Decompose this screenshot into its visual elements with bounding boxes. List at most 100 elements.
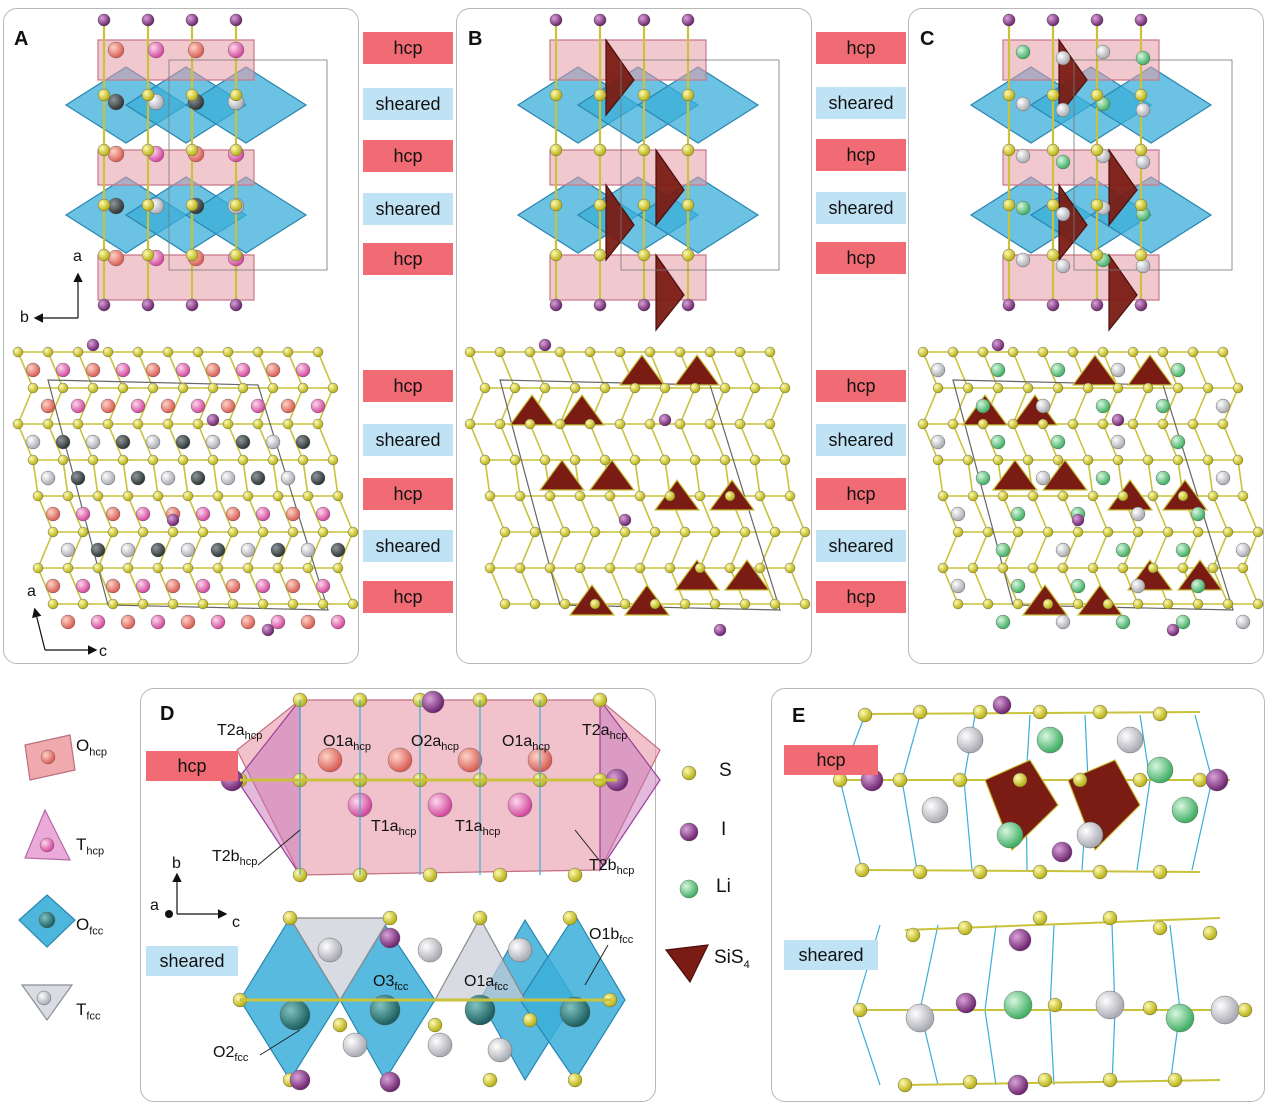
- bond: [579, 495, 596, 533]
- sulfur-atom: [1232, 382, 1244, 394]
- iodine-atom: [1008, 928, 1032, 952]
- sulfur-atom: [1012, 526, 1024, 538]
- label-pointer: [574, 829, 604, 866]
- sulfur-atom: [57, 454, 69, 466]
- sulfur-atom: [302, 490, 314, 502]
- li-ion: [1055, 542, 1071, 558]
- bond: [187, 567, 204, 605]
- li-site-ion: [175, 434, 191, 450]
- bond: [739, 387, 756, 425]
- sulfur-atom: [704, 418, 716, 430]
- sulfur-atom: [57, 382, 69, 394]
- bond: [499, 423, 516, 461]
- sulfur-atom: [589, 598, 601, 610]
- bond: [302, 459, 309, 497]
- sulfur-atom: [539, 382, 551, 394]
- sulfur-atom: [312, 346, 324, 358]
- legend-sis4-icon: [664, 944, 710, 984]
- iodine-atom: [379, 927, 401, 949]
- iodine-atom: [229, 298, 243, 312]
- li-site-ion: [317, 747, 343, 773]
- stack-sheared-label: sheared: [816, 424, 906, 456]
- bond: [152, 459, 159, 497]
- stack-hcp-label: hcp: [363, 581, 453, 613]
- sulfur-atom: [567, 1072, 583, 1088]
- li-site-ion: [270, 614, 286, 630]
- li-ion: [1050, 434, 1066, 450]
- bond: [1002, 495, 1019, 533]
- sulfur-atom: [297, 454, 309, 466]
- sulfur-atom: [207, 382, 219, 394]
- sulfur-atom: [1117, 562, 1129, 574]
- sulfur-atom: [1192, 526, 1204, 538]
- sis4-tetrahedron: [655, 148, 685, 227]
- sulfur-atom: [977, 418, 989, 430]
- sulfur-atom: [784, 562, 796, 574]
- sulfur-atom: [544, 490, 556, 502]
- panel-d-sheared-tag: sheared: [146, 946, 238, 976]
- bond: [317, 351, 334, 389]
- sulfur-atom: [492, 867, 508, 883]
- legend-o-fcc-ion: [38, 911, 56, 929]
- bond: [1162, 351, 1179, 389]
- sulfur-atom: [484, 490, 496, 502]
- sulfur-atom: [1037, 346, 1049, 358]
- sulfur-atom: [62, 490, 74, 502]
- bond: [904, 1079, 1221, 1086]
- bond: [247, 495, 264, 533]
- bond: [952, 423, 969, 461]
- li-ion: [1135, 258, 1151, 274]
- bond: [589, 423, 606, 461]
- legend-s-label: S: [719, 760, 732, 781]
- sulfur-atom: [567, 867, 583, 883]
- sulfur-atom: [1046, 88, 1060, 102]
- sulfur-atom: [1207, 490, 1219, 502]
- sulfur-atom: [132, 418, 144, 430]
- li-ion: [1235, 614, 1251, 630]
- bond: [307, 495, 324, 533]
- iodine-atom: [658, 413, 672, 427]
- sulfur-atom: [197, 526, 209, 538]
- sulfur-atom: [1152, 706, 1168, 722]
- bond: [619, 423, 636, 461]
- sulfur-atom: [484, 562, 496, 574]
- li-site-ion: [55, 362, 71, 378]
- bond: [982, 351, 999, 389]
- li-site-ion: [205, 434, 221, 450]
- bond: [17, 387, 34, 425]
- sulfur-atom: [479, 454, 491, 466]
- sulfur-atom: [681, 198, 695, 212]
- li-ion: [905, 1003, 935, 1033]
- li-site-ion: [300, 542, 316, 558]
- sis4-tetrahedron: [1071, 353, 1119, 386]
- sulfur-atom: [524, 346, 536, 358]
- sulfur-atom: [709, 598, 721, 610]
- li-site-ion: [330, 542, 346, 558]
- sulfur-atom: [599, 454, 611, 466]
- li-site-ion: [105, 506, 121, 522]
- sis4-tetrahedron: [1058, 183, 1088, 262]
- sulfur-atom: [932, 454, 944, 466]
- sulfur-atom: [554, 346, 566, 358]
- li-site-ion: [107, 41, 125, 59]
- sulfur-atom: [62, 562, 74, 574]
- bond: [1222, 387, 1239, 425]
- li-site-ion: [45, 578, 61, 594]
- sulfur-atom: [784, 490, 796, 502]
- legend-t-hcp-ion: [39, 837, 55, 853]
- li-ion: [1070, 578, 1086, 594]
- bond: [952, 351, 969, 389]
- sulfur-atom: [102, 346, 114, 358]
- bond: [197, 387, 214, 425]
- bond: [1102, 423, 1119, 461]
- bond: [157, 495, 174, 533]
- li-ion: [1095, 44, 1111, 60]
- li-site-ion: [25, 362, 41, 378]
- sulfur-atom: [562, 910, 578, 926]
- sulfur-atom: [962, 454, 974, 466]
- iodine-atom: [1205, 768, 1229, 792]
- bond: [317, 387, 334, 425]
- bond: [619, 387, 636, 425]
- bond: [97, 567, 114, 605]
- sulfur-atom: [614, 418, 626, 430]
